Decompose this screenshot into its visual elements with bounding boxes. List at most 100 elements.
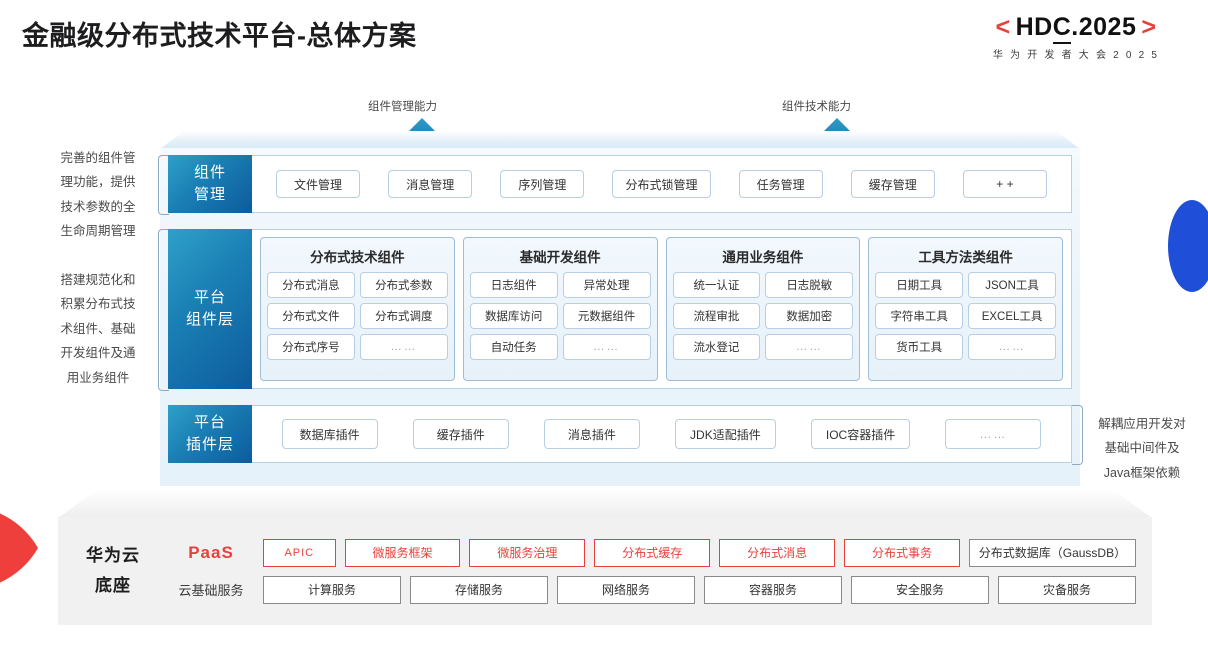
chip-cache-plugin[interactable]: 缓存插件 [412, 419, 509, 449]
cloud-network-service[interactable]: 网络服务 [557, 575, 695, 604]
cell-more[interactable]: …… [765, 334, 854, 360]
chip-message-management[interactable]: 消息管理 [388, 170, 473, 198]
bracket-platform-plugin [1072, 405, 1083, 465]
cloud-storage-service[interactable]: 存储服务 [410, 575, 548, 604]
chip-ioc-plugin[interactable]: IOC容器插件 [810, 419, 911, 449]
paas-distributed-cache[interactable]: 分布式缓存 [594, 538, 711, 567]
chip-distributed-lock-management[interactable]: 分布式锁管理 [612, 170, 711, 198]
paas-distributed-transaction[interactable]: 分布式事务 [844, 538, 960, 567]
chip-more[interactable]: …… [945, 419, 1042, 449]
foundation-label: 华为云 底座 [58, 541, 168, 601]
layer-label-platform-component: 平台 组件层 [168, 229, 252, 389]
layer-label-platform-plugin: 平台 插件层 [168, 405, 252, 463]
paas-row: PaaS APIC 微服务框架 微服务治理 分布式缓存 分布式消息 分布式事务 … [168, 538, 1136, 567]
page-title: 金融级分布式技术平台-总体方案 [22, 21, 417, 51]
cell-auto-task[interactable]: 自动任务 [469, 334, 558, 360]
paas-distributed-database[interactable]: 分布式数据库（GaussDB） [968, 538, 1136, 567]
hdc-left-bracket: < [995, 13, 1011, 41]
chip-more[interactable]: + + [962, 170, 1047, 198]
cell-more[interactable]: …… [359, 334, 448, 360]
group-title: 通用业务组件 [722, 250, 804, 265]
cell-log-component[interactable]: 日志组件 [469, 272, 558, 298]
paas-distributed-message[interactable]: 分布式消息 [719, 538, 836, 567]
chip-cache-management[interactable]: 缓存管理 [850, 170, 935, 198]
group-basic-development: 基础开发组件 日志组件 异常处理 数据库访问 元数据组件 自动任务 …… [462, 237, 658, 381]
cloud-basic-tag: 云基础服务 [178, 583, 244, 598]
bracket-component-management [158, 155, 169, 215]
cell-process-approval[interactable]: 流程审批 [672, 303, 761, 329]
cell-more[interactable]: …… [562, 334, 651, 360]
group-tool-methods: 工具方法类组件 日期工具 JSON工具 字符串工具 EXCEL工具 货币工具 …… [868, 237, 1063, 381]
hdc-logo-main: <HDC.2025> [958, 13, 1194, 44]
foundation-base [58, 517, 1152, 625]
cloud-dr-service[interactable]: 灾备服务 [998, 575, 1136, 604]
group-distributed-tech: 分布式技术组件 分布式消息 分布式参数 分布式文件 分布式调度 分布式序号 …… [260, 237, 455, 381]
arrow-caption-component-technology: 组件技术能力 [782, 101, 851, 113]
cell-distributed-seq[interactable]: 分布式序号 [267, 334, 355, 360]
layer-platform-plugin: 平台 插件层 数据库插件 缓存插件 消息插件 JDK适配插件 IOC容器插件 …… [168, 405, 1072, 463]
cell-date-tool[interactable]: 日期工具 [875, 272, 964, 298]
cell-distributed-file[interactable]: 分布式文件 [267, 303, 355, 329]
board-top-surface [160, 131, 1080, 149]
group-common-business: 通用业务组件 统一认证 日志脱敏 流程审批 数据加密 流水登记 …… [665, 237, 861, 381]
foundation-label-line1: 华为云 [86, 546, 140, 566]
hdc-logo-text: HDC.2025 [1016, 13, 1137, 44]
hdc-logo-subtitle: 华 为 开 发 者 大 会 2 0 2 5 [992, 50, 1160, 62]
layer-label-line2: 管理 [193, 186, 226, 203]
cell-metadata[interactable]: 元数据组件 [562, 303, 651, 329]
paas-microservice-framework[interactable]: 微服务框架 [344, 538, 461, 567]
chip-file-management[interactable]: 文件管理 [276, 170, 361, 198]
paas-microservice-governance[interactable]: 微服务治理 [469, 538, 586, 567]
cell-distributed-message[interactable]: 分布式消息 [267, 272, 355, 298]
foundation-content: 华为云 底座 PaaS APIC 微服务框架 微服务治理 分布式缓存 分布式消息… [58, 517, 1152, 625]
cloud-container-service[interactable]: 容器服务 [704, 575, 842, 604]
note-left-component-management: 完善的组件管理功能，提供技术参数的全生命周期管理 [60, 151, 136, 239]
blue-arc-decoration [1168, 200, 1208, 292]
chip-jdk-plugin[interactable]: JDK适配插件 [675, 419, 776, 449]
arrow-caption-component-management: 组件管理能力 [368, 101, 437, 113]
layer-label-line2: 组件层 [185, 311, 234, 328]
group-title: 分布式技术组件 [310, 250, 405, 265]
cell-unified-auth[interactable]: 统一认证 [672, 272, 761, 298]
chip-sequence-management[interactable]: 序列管理 [500, 170, 585, 198]
cell-distributed-schedule[interactable]: 分布式调度 [359, 303, 448, 329]
red-triangle-decoration [0, 506, 38, 590]
cell-log-masking[interactable]: 日志脱敏 [765, 272, 854, 298]
paas-apic[interactable]: APIC [263, 538, 336, 567]
foundation-rows: PaaS APIC 微服务框架 微服务治理 分布式缓存 分布式消息 分布式事务 … [168, 538, 1152, 604]
foundation-top-surface [58, 492, 1152, 518]
note-left-platform-component: 搭建规范化和积累分布式技术组件、基础开发组件及通用业务组件 [60, 273, 136, 385]
cell-more[interactable]: …… [968, 334, 1056, 360]
cloud-compute-service[interactable]: 计算服务 [263, 575, 401, 604]
group-title: 工具方法类组件 [918, 250, 1013, 265]
layer-label-line1: 平台 [193, 413, 226, 431]
cell-exception[interactable]: 异常处理 [562, 272, 651, 298]
cell-data-encryption[interactable]: 数据加密 [765, 303, 854, 329]
layer-body-component-management: 文件管理 消息管理 序列管理 分布式锁管理 任务管理 缓存管理 + + [252, 155, 1072, 213]
cell-currency-tool[interactable]: 货币工具 [875, 334, 964, 360]
layer-label-line1: 组件 [193, 163, 226, 181]
layer-label-line1: 平台 [193, 288, 226, 306]
cell-json-tool[interactable]: JSON工具 [968, 272, 1056, 298]
group-grid: 统一认证 日志脱敏 流程审批 数据加密 流水登记 …… [672, 272, 854, 360]
cloud-security-service[interactable]: 安全服务 [851, 575, 989, 604]
foundation-label-line2: 底座 [95, 576, 131, 595]
layer-component-management: 组件 管理 文件管理 消息管理 序列管理 分布式锁管理 任务管理 缓存管理 + … [168, 155, 1072, 213]
paas-tag: PaaS [188, 542, 234, 562]
cell-db-access[interactable]: 数据库访问 [469, 303, 558, 329]
hdc-logo: <HDC.2025> 华 为 开 发 者 大 会 2 0 2 5 [958, 13, 1194, 62]
cell-excel-tool[interactable]: EXCEL工具 [968, 303, 1056, 329]
chip-task-management[interactable]: 任务管理 [738, 170, 823, 198]
cell-distributed-param[interactable]: 分布式参数 [359, 272, 448, 298]
group-grid: 日期工具 JSON工具 字符串工具 EXCEL工具 货币工具 …… [875, 272, 1056, 360]
chip-message-plugin[interactable]: 消息插件 [543, 419, 640, 449]
cell-transaction-log[interactable]: 流水登记 [672, 334, 761, 360]
cell-string-tool[interactable]: 字符串工具 [875, 303, 964, 329]
hdc-right-bracket: > [1141, 13, 1157, 41]
group-grid: 日志组件 异常处理 数据库访问 元数据组件 自动任务 …… [469, 272, 651, 360]
layer-body-platform-plugin: 数据库插件 缓存插件 消息插件 JDK适配插件 IOC容器插件 …… [252, 405, 1072, 463]
chip-db-plugin[interactable]: 数据库插件 [281, 419, 378, 449]
layer-label-component-management: 组件 管理 [168, 155, 252, 213]
